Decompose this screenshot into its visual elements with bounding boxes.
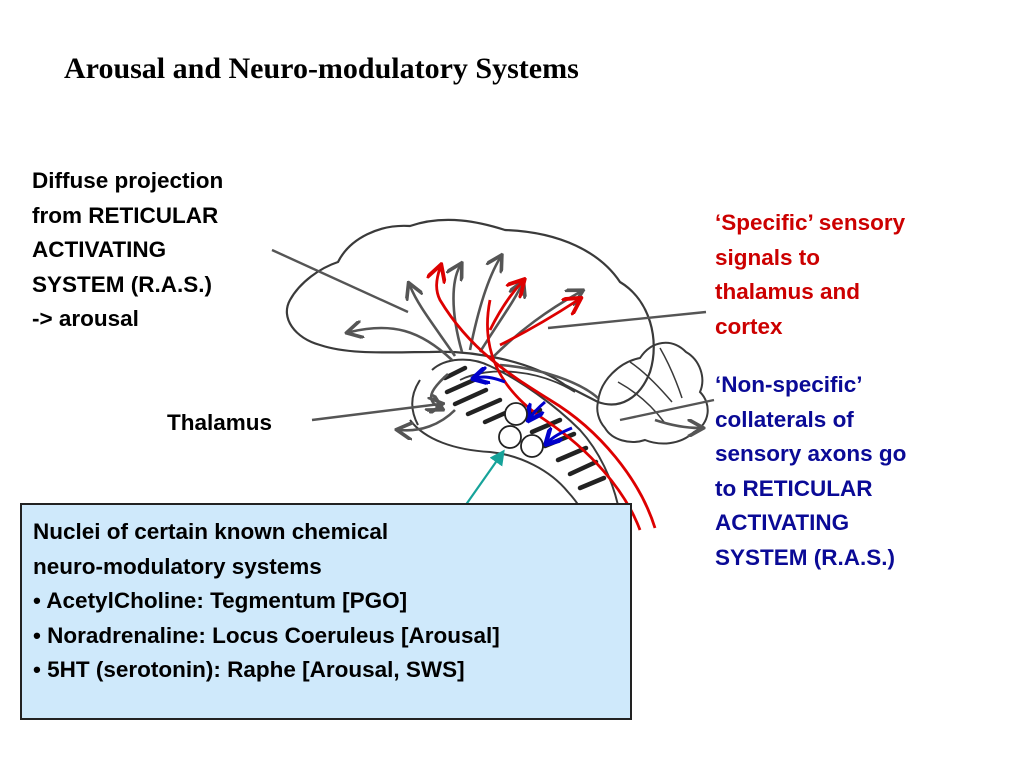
thalamus-pointer [311,404,440,422]
pointer-lines [271,248,715,422]
thalamus-label: Thalamus [167,410,273,435]
collateral-arrows [476,377,573,442]
slide-title: Arousal and Neuro-modulatory Systems [64,52,579,85]
specific-signals-label: ‘Specific’ sensory signals to thalamus a… [715,210,906,339]
diffuse-projection-label: Diffuse projection from RETICULAR ACTIVA… [32,168,224,331]
nuclei-box-line: Nuclei of certain known chemical [33,519,389,544]
nuclei-box-bullet: • Noradrenaline: Locus Coeruleus [Arousa… [33,622,500,648]
cerebrum-outline [285,218,655,406]
nonspecific-collaterals-label: ‘Non-specific’ collaterals of sensory ax… [715,372,907,570]
nuclei-circles [498,402,544,458]
nuclei-box-bullet: • 5HT (serotonin): Raphe [Arousal, SWS] [33,657,465,682]
nuclei-info-box: Nuclei of certain known chemical neuro-m… [20,503,632,720]
nuclei-box-line: neuro-modulatory systems [33,553,322,579]
specific-sensory-pathway [437,268,657,531]
cerebellum [596,342,709,445]
nuclei-box-bullet: • AcetylCholine: Tegmentum [PGO] [33,588,408,613]
